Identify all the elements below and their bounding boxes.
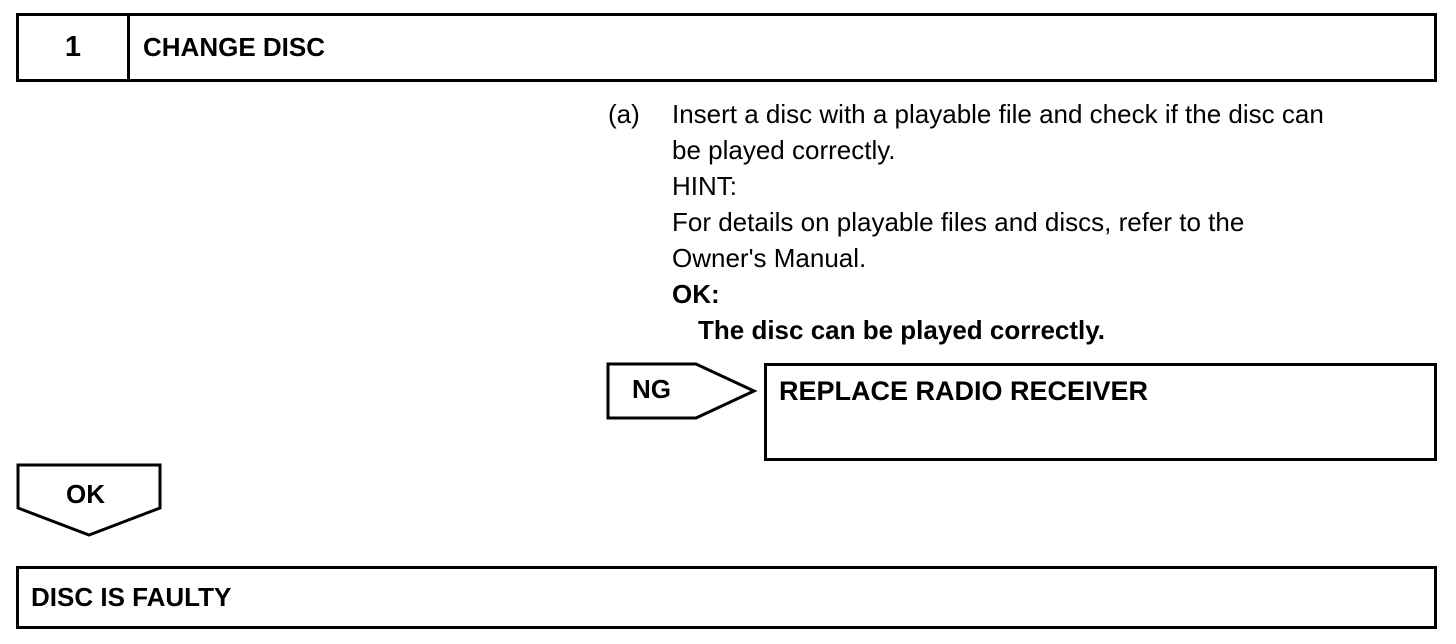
procedure-marker: (a) (608, 99, 640, 129)
ok-criteria: The disc can be played correctly. (698, 315, 1106, 345)
ok-arrow-shape (16, 463, 162, 537)
hint-heading: HINT: (672, 171, 737, 201)
hint-line: For details on playable files and discs,… (672, 207, 1245, 237)
ng-action-box: REPLACE RADIO RECEIVER (764, 363, 1437, 461)
ok-arrow: OK (16, 463, 164, 539)
ok-arrow-label: OK (66, 479, 105, 509)
step-number: 1 (19, 16, 130, 79)
step-title: CHANGE DISC (143, 32, 326, 62)
ng-label: NG (632, 374, 671, 404)
hint-line: Owner's Manual. (672, 243, 867, 273)
procedure-body: Insert a disc with a playable file and c… (672, 96, 1438, 348)
result-box: DISC IS FAULTY (16, 566, 1437, 629)
ng-action-label: REPLACE RADIO RECEIVER (779, 376, 1149, 406)
procedure-line: be played correctly. (672, 135, 896, 165)
ng-tag: NG (606, 362, 758, 420)
procedure-line: Insert a disc with a playable file and c… (672, 99, 1324, 129)
ok-heading: OK: (672, 279, 720, 309)
step-header: 1 CHANGE DISC (16, 13, 1437, 82)
result-label: DISC IS FAULTY (31, 582, 232, 612)
ng-arrow-shape (606, 362, 758, 420)
